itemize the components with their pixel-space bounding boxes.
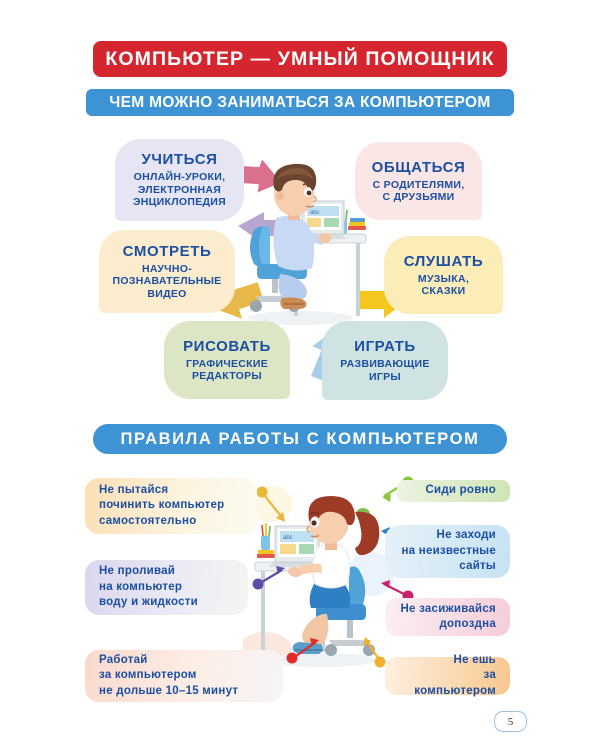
rule-line3: не дольше 10–15 минут: [99, 684, 239, 697]
rule-line1: Работай: [99, 653, 148, 666]
rule-line3: сайты: [459, 560, 496, 573]
rule-time-limit: Работай за компьютером не дольше 10–15 м…: [85, 650, 283, 702]
connector-dot-eat: [374, 656, 386, 668]
activity-sub-line2: ИГРЫ: [369, 370, 401, 383]
rule-no-unknown-sites: Не заходи на неизвестные сайты: [385, 525, 510, 578]
rule-line1: Не засиживайся: [400, 602, 496, 615]
connector-dot-spill: [252, 578, 264, 590]
rule-do-not-spill: Не проливай на компьютер воду и жидкости: [85, 560, 248, 615]
rule-line1: Не пытайся: [99, 483, 169, 496]
connector-dot-time: [286, 652, 298, 664]
activity-title: УЧИТЬСЯ: [141, 151, 218, 169]
rule-sit-straight: Сиди ровно: [397, 480, 510, 502]
activity-sub-line3: ВИДЕО: [147, 287, 187, 300]
rule-line1: Не проливай: [99, 565, 176, 578]
activity-sub-line1: С РОДИТЕЛЯМИ,: [372, 178, 465, 191]
svg-text:abc: abc: [310, 210, 320, 216]
rule-line2: починить компьютер: [99, 499, 225, 512]
rule-no-late-nights: Не засиживайся допоздна: [385, 598, 510, 636]
activity-sub-line1: ОНЛАЙН-УРОКИ,: [133, 171, 226, 184]
activity-sub-line1: ГРАФИЧЕСКИЕ: [185, 357, 269, 370]
activity-sub-line2: ЭЛЕКТРОННАЯ: [137, 183, 222, 196]
illustration-boy-at-computer: abc: [248, 163, 367, 325]
rule-line1: Не заходи: [436, 529, 496, 542]
activity-bubble-smotret: СМОТРЕТЬ НАУЧНО- ПОЗНАВАТЕЛЬНЫЕ ВИДЕО: [99, 230, 235, 313]
activity-bubble-obshatsya: ОБЩАТЬСЯ С РОДИТЕЛЯМИ, С ДРУЗЬЯМИ: [355, 142, 482, 220]
page-title: КОМПЬЮТЕР — УМНЫЙ ПОМОЩНИК: [93, 41, 507, 77]
activity-sub-line2: СКАЗКИ: [421, 285, 466, 297]
rule-do-not-eat: Не ешь за компьютером: [385, 654, 510, 697]
activity-bubble-uchitsya: УЧИТЬСЯ ОНЛАЙН-УРОКИ, ЭЛЕКТРОННАЯ ЭНЦИКЛ…: [115, 139, 244, 221]
section-header-activities: ЧЕМ МОЖНО ЗАНИМАТЬСЯ ЗА КОМПЬЮТЕРОМ: [86, 89, 514, 116]
activity-sub-line3: ЭНЦИКЛОПЕДИЯ: [133, 196, 226, 209]
rule-line2: на компьютер: [99, 580, 183, 593]
activity-sub-line1: РАЗВИВАЮЩИЕ: [340, 358, 430, 370]
activity-sub-line2: С ДРУЗЬЯМИ: [382, 191, 455, 203]
rule-line2: за компьютером: [414, 669, 496, 697]
rule-line1: Сиди ровно: [425, 484, 496, 497]
activity-sub-line1: НАУЧНО-: [141, 262, 193, 275]
activity-bubble-slushat: СЛУШАТЬ МУЗЫКА, СКАЗКИ: [384, 236, 503, 314]
activity-sub-line2: ПОЗНАВАТЕЛЬНЫЕ: [112, 275, 222, 288]
activity-title: РИСОВАТЬ: [183, 337, 271, 355]
activity-bubble-risovat: РИСОВАТЬ ГРАФИЧЕСКИЕ РЕДАКТОРЫ: [164, 321, 290, 399]
rule-line2: допоздна: [439, 618, 496, 630]
activity-sub-line1: МУЗЫКА,: [417, 272, 470, 285]
activity-title: СЛУШАТЬ: [403, 252, 484, 270]
svg-text:abc: abc: [283, 535, 293, 541]
rule-line2: за компьютером: [99, 669, 197, 682]
rule-do-not-repair: Не пытайся починить компьютер самостояте…: [85, 478, 257, 534]
activity-title: СМОТРЕТЬ: [122, 242, 212, 260]
rule-line1: Не ешь: [453, 653, 496, 666]
activity-title: ОБЩАТЬСЯ: [371, 158, 466, 176]
connector-dot-fix: [256, 486, 268, 498]
activity-title: ИГРАТЬ: [354, 338, 416, 355]
rule-line3: воду и жидкости: [99, 596, 198, 609]
activity-sub-line2: РЕДАКТОРЫ: [191, 370, 263, 382]
rule-line3: самостоятельно: [99, 514, 197, 527]
rule-line2: на неизвестные: [401, 544, 496, 557]
page-number: 5: [494, 711, 527, 732]
activity-bubble-igrat: ИГРАТЬ РАЗВИВАЮЩИЕ ИГРЫ: [322, 321, 448, 400]
section-header-rules: ПРАВИЛА РАБОТЫ С КОМПЬЮТЕРОМ: [93, 424, 507, 454]
